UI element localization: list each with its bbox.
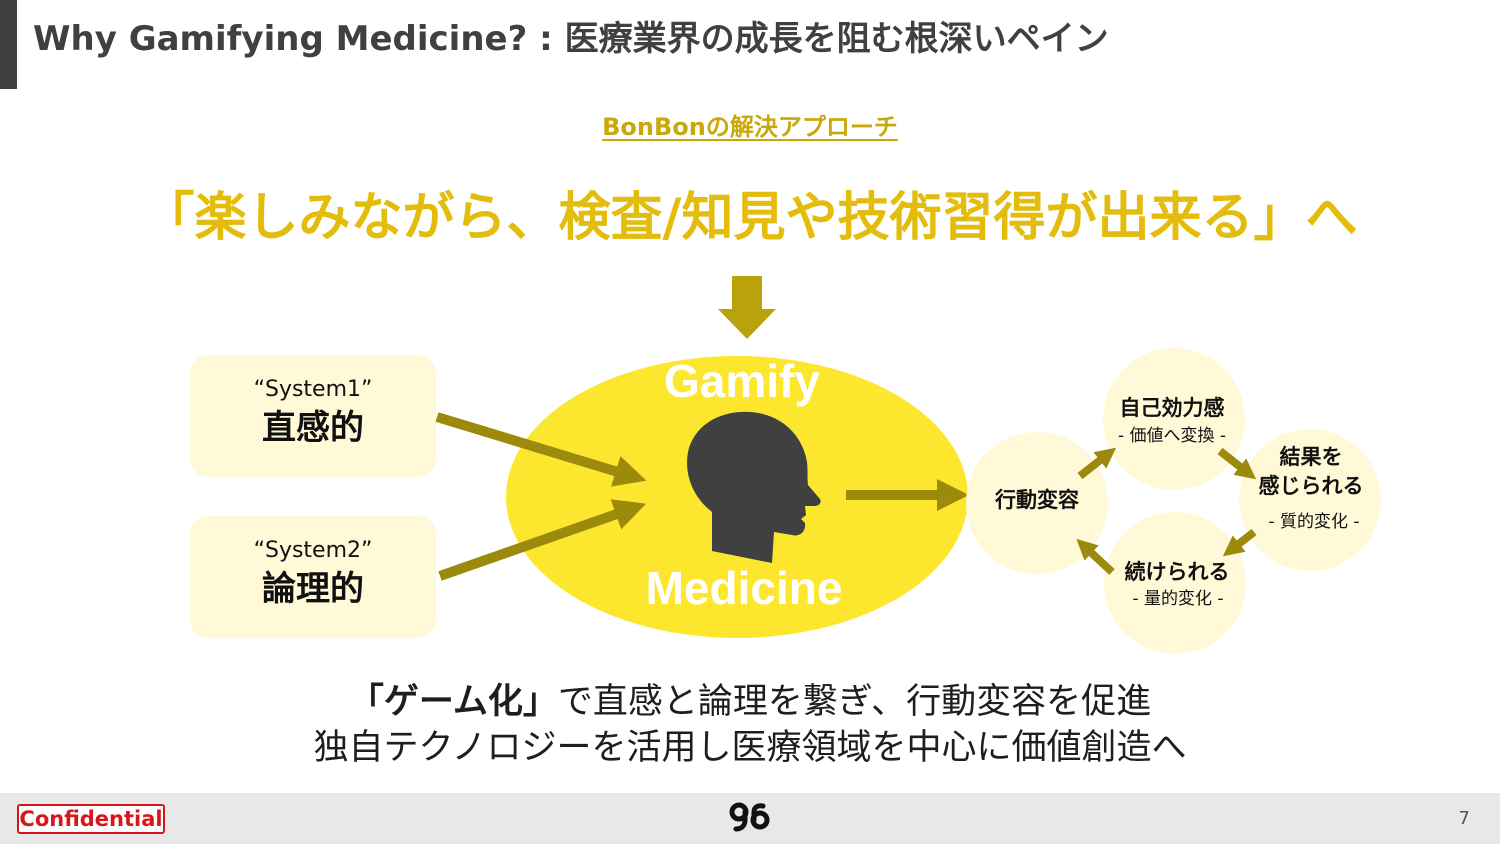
- system2-box: “System2” 論理的: [190, 516, 436, 638]
- system1-box: “System1” 直感的: [190, 355, 436, 477]
- continue-title: 続けられる: [1125, 560, 1230, 584]
- system1-label: 直感的: [262, 408, 364, 448]
- section-label: BonBonの解決アプローチ: [0, 108, 1500, 146]
- system2-label: 論理的: [262, 569, 364, 609]
- cycle-circle-start: [966, 432, 1108, 574]
- efficacy-title: 自己効力感: [1120, 396, 1225, 420]
- results-title-line2: 感じられる: [1259, 474, 1364, 498]
- cycle-arrow-3: [1222, 528, 1257, 557]
- cycle-start-label: 行動変容: [994, 488, 1079, 512]
- gamify-diagram: Gamify Medicine 行動変容 自己効力感 - 価値へ変換 - 結果を…: [435, 276, 1381, 654]
- cycle-arrow-4: [1076, 538, 1115, 575]
- page-number: 7: [1458, 808, 1470, 829]
- system1-arrow: [435, 412, 647, 487]
- slide-title: Why Gamifying Medicine? : 医療業界の成長を阻む根深いペ…: [33, 19, 1109, 59]
- system1-name: “System1”: [253, 377, 373, 402]
- results-title-line1: 結果を: [1280, 445, 1343, 469]
- section-label-text: BonBonの解決アプローチ: [602, 113, 898, 141]
- medicine-label: Medicine: [646, 562, 843, 614]
- cycle-circle-efficacy: [1103, 348, 1245, 490]
- system2-name: “System2”: [253, 538, 373, 563]
- head-silhouette-icon: [687, 411, 821, 563]
- caption-line-1: 「ゲーム化」で直感と論理を繋ぎ、行動変容を促進: [0, 679, 1500, 725]
- results-detail: - 質的変化 -: [1268, 512, 1359, 532]
- system2-arrow: [438, 499, 647, 581]
- confidential-badge: Confidential: [17, 804, 165, 834]
- brand-logo: [729, 802, 770, 832]
- cycle-circle-results: [1239, 429, 1381, 571]
- cycle-circle-continue: [1104, 512, 1246, 654]
- caption-line-1-rest: で直感と論理を繋ぎ、行動変容を促進: [557, 682, 1152, 722]
- efficacy-detail: - 価値へ変換 -: [1118, 426, 1226, 446]
- title-accent-bar: [0, 0, 17, 89]
- footer: Confidential 7: [0, 793, 1500, 844]
- caption-line-2: 独自テクノロジーを活用し医療領域を中心に価値創造へ: [313, 728, 1187, 768]
- continue-detail: - 量的変化 -: [1132, 589, 1223, 609]
- headline: 「楽しみながら、検査/知見や技術習得が出来る」へ: [142, 188, 1358, 248]
- caption-gamification: 「ゲーム化」: [348, 682, 558, 722]
- cycle-arrow-2: [1217, 447, 1257, 480]
- gamify-label: Gamify: [664, 355, 820, 407]
- cycle-arrow-1: [1077, 447, 1117, 480]
- down-arrow-icon: [718, 276, 776, 339]
